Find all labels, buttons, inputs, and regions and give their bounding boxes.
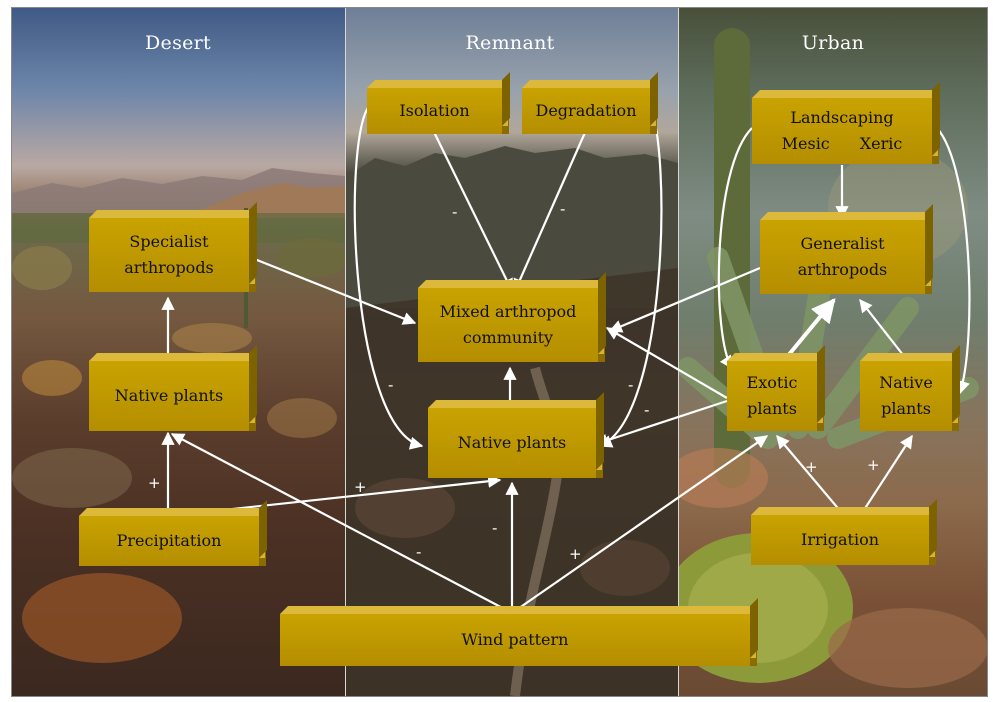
- arrow-landscaping-loop-to-exotic: [717, 127, 753, 370]
- arrow-exotic-to-mixed: [605, 327, 728, 399]
- node-native-plants-desert: Native plants: [89, 361, 249, 431]
- node-native-remnant-label: Native plants: [457, 433, 567, 452]
- node-degradation-label: Degradation: [535, 101, 637, 120]
- arrow-exotic-to-native-remnant: [594, 399, 728, 447]
- node-exotic-plants: Exotic plants: [727, 361, 817, 431]
- arrow-wind-to-native-desert: [170, 433, 513, 614]
- sign-precip-remnant-plus: +: [354, 478, 367, 496]
- sign-irrigation-exotic-plus: +: [805, 458, 818, 476]
- node-mixed-arthropod-community: Mixed arthropod community: [418, 288, 598, 362]
- arrow-irrigation-to-native: [861, 434, 913, 514]
- node-mixed-line1: Mixed arthropod: [439, 302, 577, 321]
- connector-arrows: [161, 103, 971, 614]
- arrow-irrigation-to-exotic: [776, 434, 843, 514]
- node-exotic-line1: Exotic: [746, 373, 798, 392]
- desert-title: Desert: [145, 32, 211, 54]
- panel-divider-left: [345, 8, 346, 696]
- node-isolation: Isolation: [367, 88, 502, 134]
- node-precipitation: Precipitation: [79, 516, 259, 566]
- node-specialist-arthropods: Specialist arthropods: [89, 218, 249, 292]
- node-irrigation-label: Irrigation: [801, 530, 879, 549]
- node-irrigation: Irrigation: [751, 515, 929, 565]
- panel-divider-right: [678, 8, 679, 696]
- arrow-landscaping-loop-to-native: [936, 127, 971, 395]
- node-generalist-arthropods: Generalist arthropods: [760, 220, 925, 294]
- node-specialist-line1: Specialist: [129, 232, 209, 251]
- urban-title: Urban: [801, 32, 865, 54]
- node-generalist-line2: arthropods: [797, 260, 888, 279]
- arrow-specialist-to-mixed: [251, 256, 417, 325]
- node-mixed-line2: community: [462, 328, 554, 347]
- sign-isolation-minus: -: [452, 203, 458, 221]
- sign-wind-exotic-plus: +: [569, 545, 582, 563]
- sign-degradation-loop-minus: -: [628, 376, 634, 394]
- arrow-isolation-to-mixed: [431, 127, 513, 293]
- arrow-wind-to-exotic: [511, 435, 769, 614]
- node-native-plants-urban: Native plants: [860, 361, 952, 431]
- sign-degradation-minus: -: [560, 200, 566, 218]
- node-landscaping-label: Landscaping: [790, 108, 894, 127]
- node-landscaping: Landscaping Mesic Xeric: [752, 98, 932, 164]
- sign-isolation-loop-minus: -: [388, 376, 394, 394]
- node-precipitation-label: Precipitation: [116, 531, 222, 550]
- diagram-frame: Desert Remnant Urban: [11, 7, 988, 697]
- arrow-generalist-to-mixed: [608, 266, 761, 333]
- sign-irrigation-native-plus: +: [867, 456, 880, 474]
- node-native-urban-line1: Native: [879, 373, 933, 392]
- node-degradation: Degradation: [522, 88, 650, 134]
- node-isolation-label: Isolation: [399, 101, 470, 120]
- arrow-native-to-generalist: [859, 298, 908, 361]
- node-exotic-line2: plants: [747, 399, 797, 418]
- arrow-group: [161, 103, 971, 614]
- node-native-plants-remnant: Native plants: [428, 408, 596, 478]
- node-wind-label: Wind pattern: [461, 630, 569, 649]
- node-xeric-label: Xeric: [859, 134, 903, 153]
- arrow-degradation-to-mixed: [513, 127, 589, 293]
- node-wind-pattern: Wind pattern: [280, 614, 750, 666]
- arrow-degradation-loop-to-native: [598, 103, 663, 448]
- sign-precip-plus: +: [148, 474, 161, 492]
- node-native-urban-line2: plants: [881, 399, 931, 418]
- node-generalist-line1: Generalist: [800, 234, 885, 253]
- sign-degradation-loop-minus-2: -: [644, 401, 650, 419]
- sign-wind-desert-minus: -: [416, 543, 422, 561]
- arrow-isolation-loop-to-native: [353, 103, 424, 450]
- node-specialist-line2: arthropods: [124, 258, 214, 277]
- node-mesic-label: Mesic: [781, 134, 830, 153]
- sign-wind-native-minus: -: [492, 519, 498, 537]
- remnant-title: Remnant: [465, 32, 555, 54]
- node-native-desert-label: Native plants: [114, 386, 224, 405]
- node-landscaping-subtypes: Mesic Xeric: [782, 131, 903, 157]
